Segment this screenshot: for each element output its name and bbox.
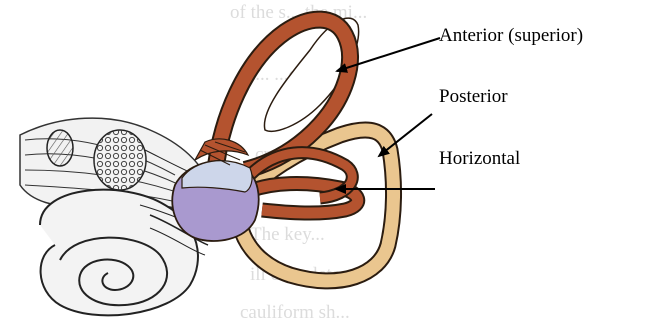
anterior-canal-label: Anterior (superior) bbox=[439, 26, 583, 45]
posterior-canal-label: Posterior bbox=[439, 87, 508, 106]
horizontal-canal-label: Horizontal bbox=[439, 149, 520, 168]
svg-text:cauliform sh...: cauliform sh... bbox=[240, 302, 350, 323]
svg-text:The key...: The key... bbox=[250, 224, 325, 245]
